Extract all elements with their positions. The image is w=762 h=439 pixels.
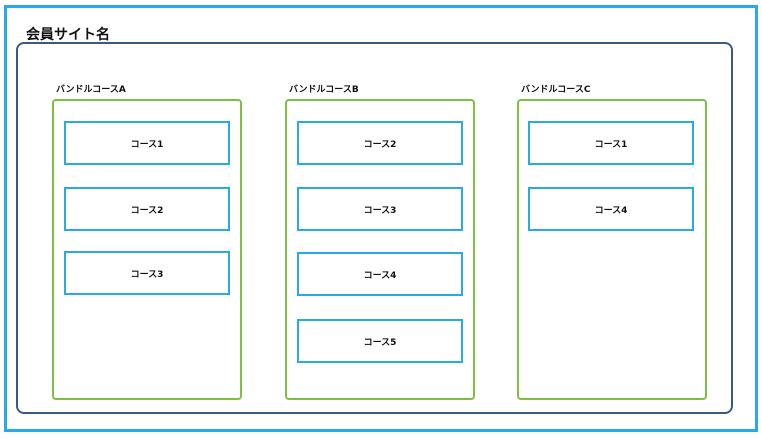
site-title: 会員サイト名	[26, 27, 110, 43]
course-card[interactable]: コース4	[528, 187, 694, 231]
course-card[interactable]: コース1	[528, 121, 694, 165]
course-card[interactable]: コース5	[297, 319, 463, 363]
course-card[interactable]: コース3	[297, 187, 463, 231]
bundle-label-a: バンドルコースA	[56, 85, 126, 95]
bundle-box-b	[285, 99, 475, 400]
outer-frame	[4, 5, 758, 432]
bundle-label-c: バンドルコースC	[521, 85, 591, 95]
course-card[interactable]: コース1	[64, 121, 230, 165]
bundle-box-a	[52, 99, 242, 400]
bundle-label-b: バンドルコースB	[289, 85, 359, 95]
course-card[interactable]: コース3	[64, 251, 230, 295]
course-card[interactable]: コース2	[64, 187, 230, 231]
bundle-box-c	[517, 99, 707, 400]
site-container	[16, 42, 733, 414]
course-card[interactable]: コース4	[297, 252, 463, 296]
course-card[interactable]: コース2	[297, 121, 463, 165]
